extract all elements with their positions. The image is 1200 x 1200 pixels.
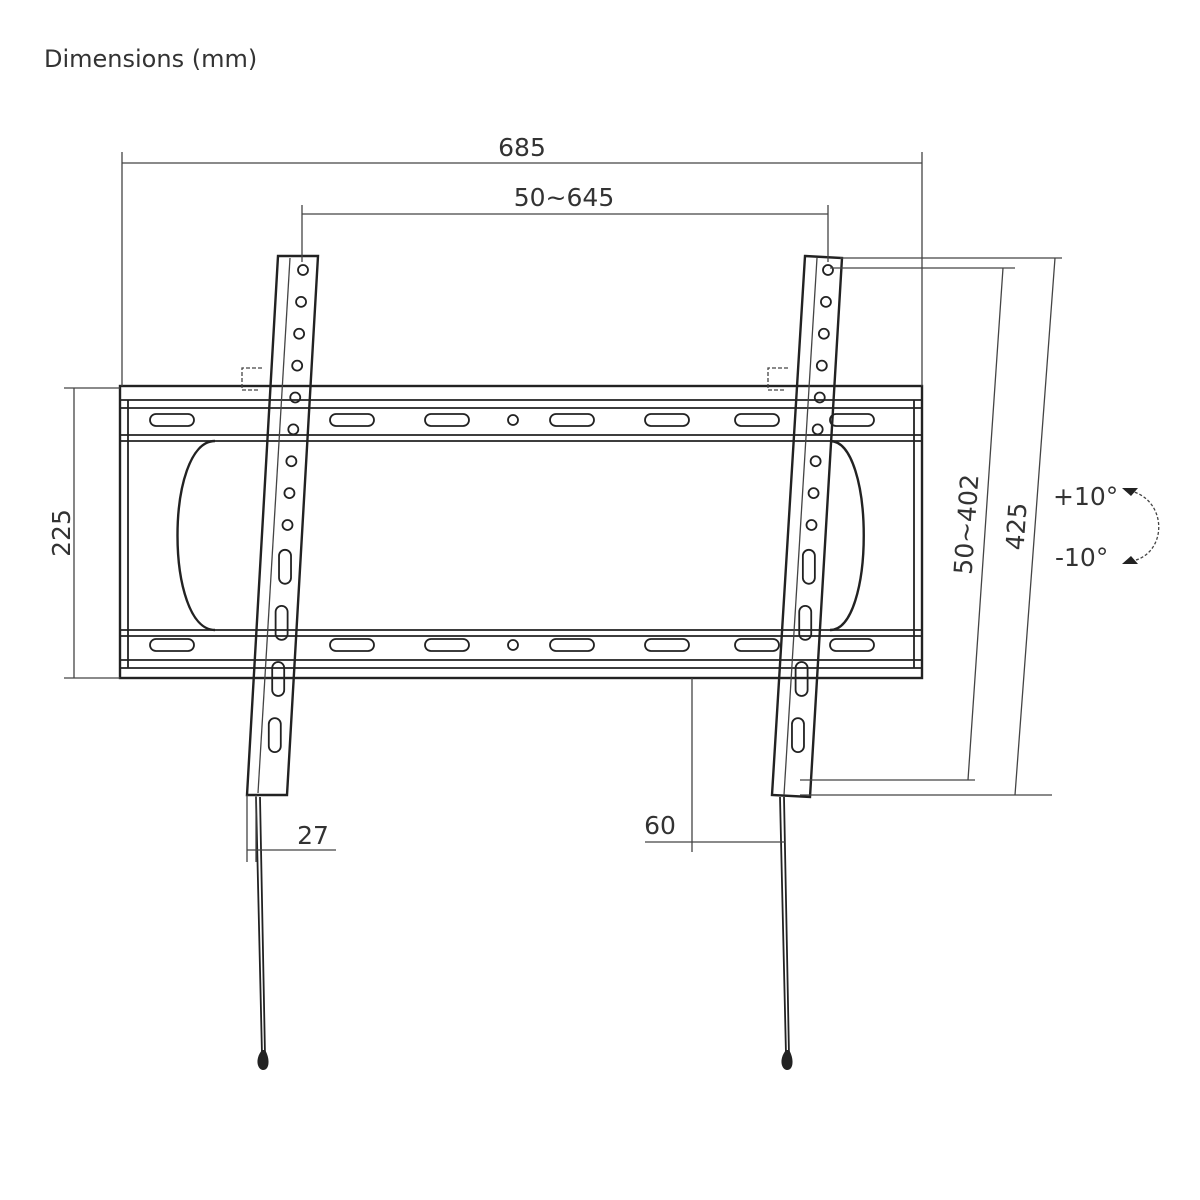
plate-slot [329, 638, 375, 652]
bracket-hole [291, 359, 304, 372]
bracket-hole [822, 264, 834, 276]
tilt-arrow-icon [1122, 488, 1138, 564]
plate-slot [149, 638, 195, 652]
dimension-overall-width: 685 [121, 133, 923, 386]
dimension-plate-height: 225 [47, 387, 120, 679]
bracket-slot [794, 661, 809, 697]
plate-slot [149, 413, 195, 427]
tilt-down-label: -10° [1055, 543, 1108, 572]
bracket-hole [811, 423, 824, 436]
dimension-vesa-vertical: 50~402 [800, 267, 1015, 781]
dimension-wall-distance: 27 [246, 795, 336, 862]
bracket-hole [283, 487, 296, 500]
bracket-slot [267, 717, 282, 753]
svg-text:425: 425 [1000, 502, 1032, 552]
dimension-offset: 60 [644, 678, 785, 852]
bracket-slot [271, 661, 286, 697]
bracket-slot [274, 605, 289, 641]
svg-text:27: 27 [297, 821, 329, 850]
bracket-hole [817, 327, 830, 340]
right-bracket [767, 254, 844, 799]
wall-plate [118, 384, 924, 680]
bracket-slot [801, 548, 816, 585]
plate-slot [424, 413, 470, 427]
bracket-hole [293, 327, 306, 340]
svg-text:225: 225 [47, 509, 76, 557]
bracket-hole [809, 455, 822, 468]
bracket-hole [813, 391, 826, 404]
bracket-hole [295, 295, 307, 308]
plate-slot [549, 413, 595, 427]
bracket-hole [807, 487, 820, 500]
dimension-vesa-horizontal: 50~645 [301, 183, 829, 262]
bracket-hole [287, 423, 300, 436]
bracket-hole [297, 264, 309, 276]
plate-slot [734, 413, 780, 427]
svg-text:50~645: 50~645 [514, 183, 614, 212]
plate-hole [507, 414, 519, 426]
bracket-slot [791, 717, 805, 753]
left-bracket [241, 254, 320, 797]
plate-slot [829, 413, 875, 427]
plate-slot [644, 413, 690, 427]
bracket-slot [278, 548, 292, 585]
safety-cords [255, 796, 793, 1070]
plate-slot [329, 413, 375, 427]
plate-slot [424, 638, 470, 652]
bracket-hole [289, 391, 302, 404]
bracket-hole [815, 359, 828, 372]
svg-text:685: 685 [498, 133, 546, 162]
dimension-bracket-height: 425 [800, 257, 1062, 796]
plate-slot [734, 638, 780, 652]
plate-slot [644, 638, 690, 652]
bracket-slot [798, 605, 813, 641]
bracket-hole [285, 455, 298, 468]
diagram-title: Dimensions (mm) [44, 45, 257, 73]
svg-text:60: 60 [644, 811, 676, 840]
bracket-hole [805, 519, 818, 531]
svg-text:50~402: 50~402 [949, 473, 985, 575]
plate-hole [507, 639, 519, 651]
plate-slot [549, 638, 595, 652]
bracket-hole [820, 295, 832, 308]
tilt-indicator: +10° -10° [1053, 482, 1160, 572]
tilt-up-label: +10° [1053, 482, 1118, 511]
bracket-hole [281, 519, 294, 531]
plate-slot [829, 638, 875, 652]
